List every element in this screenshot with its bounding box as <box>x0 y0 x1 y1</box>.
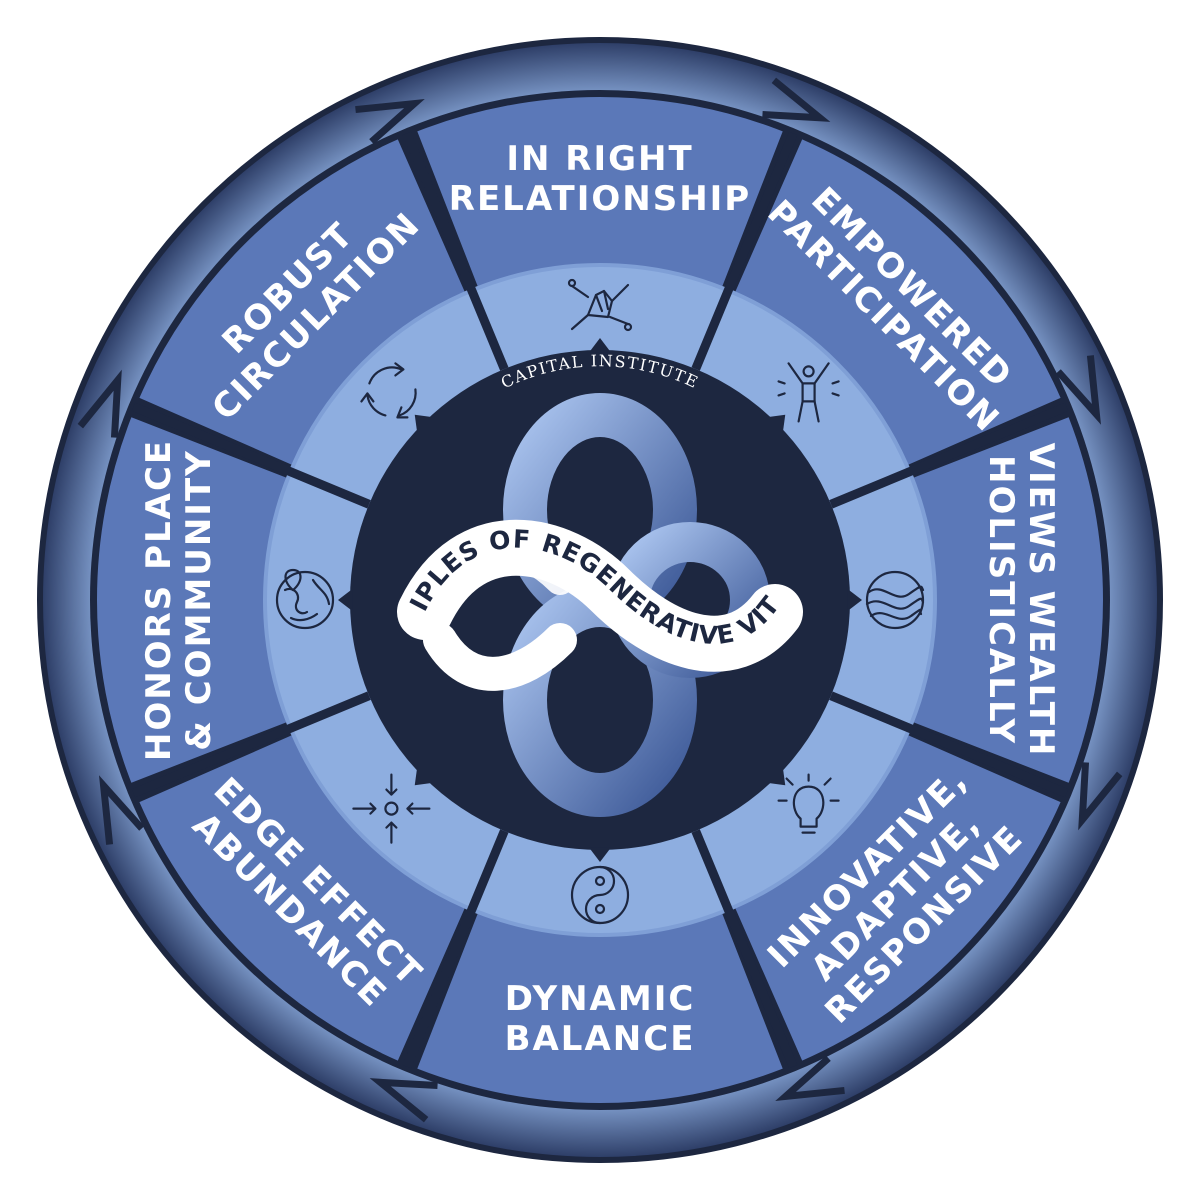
core-notch <box>589 338 611 353</box>
segment-dividers <box>131 131 1069 1069</box>
segment-icons <box>275 278 925 925</box>
ring-arrow-chevron <box>1078 762 1123 831</box>
segment-wedge <box>417 97 783 288</box>
segment-divider <box>691 829 798 1069</box>
ring-arrow-chevron <box>762 77 831 122</box>
segment-wedge <box>139 139 466 466</box>
outer-ring-arrows <box>77 77 1123 1123</box>
segment-label: VIEWS WEALTHHOLISTICALLY <box>982 443 1062 758</box>
segment-divider <box>402 829 509 1069</box>
ring-arrow-chevron <box>369 1078 438 1123</box>
converging-arrows-icon <box>352 773 431 844</box>
segment-wedge <box>734 139 1061 466</box>
inner-band-shade <box>263 263 937 937</box>
core-notch <box>414 767 433 786</box>
ring-arrow-chevron <box>77 369 122 438</box>
segment-label-line: RELATIONSHIP <box>449 179 751 219</box>
ring-arrow-chevron <box>775 1055 845 1102</box>
segment-label-line: DYNAMIC <box>505 979 696 1019</box>
core-notch <box>589 847 611 862</box>
segment-label-line: VIEWS WEALTH <box>1022 443 1062 758</box>
segment-divider <box>691 131 798 371</box>
segment-label-line: & COMMUNITY <box>179 449 219 751</box>
segment-label-line: BALANCE <box>505 1019 696 1059</box>
ring-arrow-chevron <box>1055 355 1102 425</box>
segment-wedge <box>912 417 1104 783</box>
segment-label: HONORS PLACE& COMMUNITY <box>139 439 219 761</box>
segment-wedge <box>417 912 783 1104</box>
yin-yang-icon <box>570 865 630 925</box>
ring-arrow-chevron <box>355 98 425 145</box>
segment-divider <box>131 402 371 509</box>
segment-wedge <box>734 734 1061 1061</box>
segment-wedge <box>96 417 288 783</box>
segment-divider <box>829 691 1069 798</box>
segment-label-line: HOLISTICALLY <box>982 455 1022 745</box>
segment-divider <box>402 131 509 371</box>
segment-divider <box>829 402 1069 509</box>
lightbulb-icon <box>777 773 840 834</box>
segment-label-line: IN RIGHT <box>506 139 693 179</box>
ring-arrow-chevron <box>98 775 145 845</box>
core-notches <box>338 338 862 862</box>
core-notch <box>414 414 433 433</box>
segment-divider <box>131 691 371 798</box>
core-notch <box>338 589 353 611</box>
infinity-knot-logo <box>397 393 803 817</box>
hands-network-icon <box>567 278 633 332</box>
core-notch <box>767 767 786 786</box>
segment-label-line: HONORS PLACE <box>139 439 179 761</box>
globe-pin-icon <box>275 568 335 630</box>
segment-wedge <box>139 734 466 1061</box>
wave-globe-icon <box>865 570 925 630</box>
recycle-arrows-icon <box>360 362 417 419</box>
person-celebrating-icon <box>777 362 840 423</box>
core-notch <box>767 414 786 433</box>
core-notch <box>847 589 862 611</box>
